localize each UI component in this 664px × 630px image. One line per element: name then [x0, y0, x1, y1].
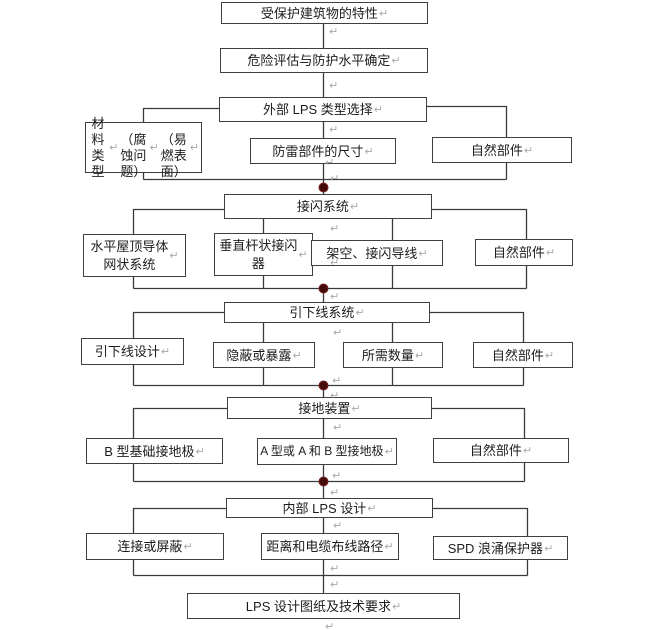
paragraph-mark: ↵ [330, 389, 340, 402]
paragraph-mark: ↵ [330, 256, 340, 269]
paragraph-mark: ↵ [330, 172, 340, 185]
paragraph-mark: ↵ [325, 620, 335, 630]
paragraph-mark: ↵ [292, 348, 302, 362]
paragraph-mark: ↵ [384, 445, 394, 458]
node-down-conductor-system: 引下线系统↵ [224, 302, 430, 323]
paragraph-mark: ↵ [330, 222, 340, 235]
junction-dot [318, 182, 329, 193]
node-risk-assessment: 危险评估与防护水平确定↵ [220, 48, 428, 73]
node-earthing-arrangement: 接地装置↵ [227, 397, 432, 419]
paragraph-mark: ↵ [183, 540, 193, 553]
paragraph-mark: ↵ [329, 25, 339, 38]
paragraph-mark: ↵ [329, 389, 339, 402]
paragraph-mark: ↵ [384, 540, 394, 553]
paragraph-mark: ↵ [391, 599, 402, 613]
node-required-quantity: 所需数量↵ [343, 342, 443, 368]
node-external-lps-type: 外部 LPS 类型选择↵ [219, 97, 427, 122]
paragraph-mark: ↵ [109, 140, 119, 154]
node-vertical-rod-terminal: 垂直杆状接闪器↵ [214, 233, 313, 276]
paragraph-mark: ↵ [329, 562, 339, 575]
node-air-termination-system: 接闪系统↵ [224, 194, 432, 219]
node-building-characteristics: 受保护建筑物的特性↵ [221, 2, 428, 24]
node-lightning-component-dimensions: 防雷部件的尺寸↵ [250, 138, 396, 164]
paragraph-mark: ↵ [330, 562, 340, 575]
node-down-conductor-design: 引下线设计↵ [81, 338, 184, 365]
paragraph-mark: ↵ [329, 123, 339, 136]
node-natural-components-1: 自然部件↵ [432, 137, 572, 163]
node-concealed-or-exposed: 隐蔽或暴露↵ [213, 342, 315, 368]
paragraph-mark: ↵ [332, 374, 342, 387]
paragraph-mark: ↵ [355, 306, 365, 319]
junction-dot [318, 476, 329, 487]
paragraph-mark: ↵ [333, 519, 343, 532]
paragraph-mark: ↵ [373, 103, 383, 116]
node-horizontal-roof-mesh: 水平屋顶导体网状系统↵ [83, 234, 186, 277]
row3-connectors [132, 311, 525, 387]
node-distance-cable-routing: 距离和电缆布线路径↵ [261, 533, 399, 560]
paragraph-mark: ↵ [328, 123, 338, 136]
paragraph-mark: ↵ [328, 25, 338, 38]
paragraph-mark: ↵ [149, 140, 159, 154]
node-natural-components-3: 自然部件↵ [473, 342, 573, 368]
paragraph-mark: ↵ [195, 444, 205, 458]
paragraph-mark: ↵ [329, 486, 339, 499]
paragraph-mark: ↵ [328, 79, 338, 92]
paragraph-mark: ↵ [333, 421, 343, 434]
node-overhead-termination-wires: 架空、接闪导线↵ [311, 240, 443, 266]
paragraph-mark: ↵ [160, 345, 171, 358]
paragraph-mark: ↵ [332, 421, 342, 434]
junction-dot [318, 283, 329, 294]
paragraph-mark: ↵ [330, 486, 340, 499]
paragraph-mark: ↵ [349, 200, 360, 213]
node-spd-surge-protector: SPD 浪涌保护器↵ [433, 536, 568, 560]
paragraph-mark: ↵ [331, 374, 341, 387]
paragraph-mark: ↵ [418, 246, 428, 260]
paragraph-mark: ↵ [330, 290, 340, 303]
paragraph-mark: ↵ [391, 54, 401, 67]
node-type-a-or-ab-electrode: A 型或 A 和 B 型接地极↵ [257, 438, 397, 465]
paragraph-mark: ↵ [332, 469, 342, 482]
paragraph-mark: ↵ [329, 172, 339, 185]
paragraph-mark: ↵ [332, 519, 342, 532]
node-type-b-foundation-electrode: B 型基础接地极↵ [86, 438, 223, 464]
node-bonding-or-shielding: 连接或屏蔽↵ [86, 533, 224, 560]
paragraph-mark: ↵ [324, 156, 334, 169]
node-lps-drawings-requirements: LPS 设计图纸及技术要求↵ [187, 593, 460, 619]
paragraph-mark: ↵ [189, 140, 199, 154]
paragraph-mark: ↵ [330, 578, 340, 591]
row1-connectors [142, 105, 508, 181]
paragraph-mark: ↵ [414, 348, 425, 362]
node-material-type: 材料类型↵（腐蚀问题）↵（易燃表面）↵ [85, 116, 202, 179]
paragraph-mark: ↵ [298, 247, 308, 261]
paragraph-mark: ↵ [545, 246, 556, 259]
paragraph-mark: ↵ [544, 541, 554, 555]
paragraph-mark: ↵ [169, 248, 179, 262]
paragraph-mark: ↵ [332, 326, 342, 339]
paragraph-mark: ↵ [325, 156, 335, 169]
paragraph-mark: ↵ [329, 290, 339, 303]
node-natural-components-4: 自然部件↵ [433, 438, 569, 463]
paragraph-mark: ↵ [351, 401, 361, 415]
paragraph-mark: ↵ [324, 620, 334, 630]
paragraph-mark: ↵ [544, 348, 555, 362]
paragraph-mark: ↵ [329, 578, 339, 591]
paragraph-mark: ↵ [329, 222, 339, 235]
paragraph-mark: ↵ [378, 6, 389, 20]
paragraph-mark: ↵ [523, 143, 534, 157]
row5-connectors [132, 507, 529, 577]
paragraph-mark: ↵ [331, 469, 341, 482]
row2-connectors [132, 208, 528, 290]
row4-connectors [132, 407, 526, 483]
paragraph-mark: ↵ [364, 144, 374, 158]
node-internal-lps-design: 内部 LPS 设计↵ [226, 498, 433, 518]
paragraph-mark: ↵ [367, 501, 377, 515]
node-natural-components-2: 自然部件↵ [475, 239, 573, 266]
paragraph-mark: ↵ [522, 444, 533, 457]
paragraph-mark: ↵ [329, 256, 339, 269]
paragraph-mark: ↵ [333, 326, 343, 339]
paragraph-mark: ↵ [329, 79, 339, 92]
junction-dot [318, 380, 329, 391]
